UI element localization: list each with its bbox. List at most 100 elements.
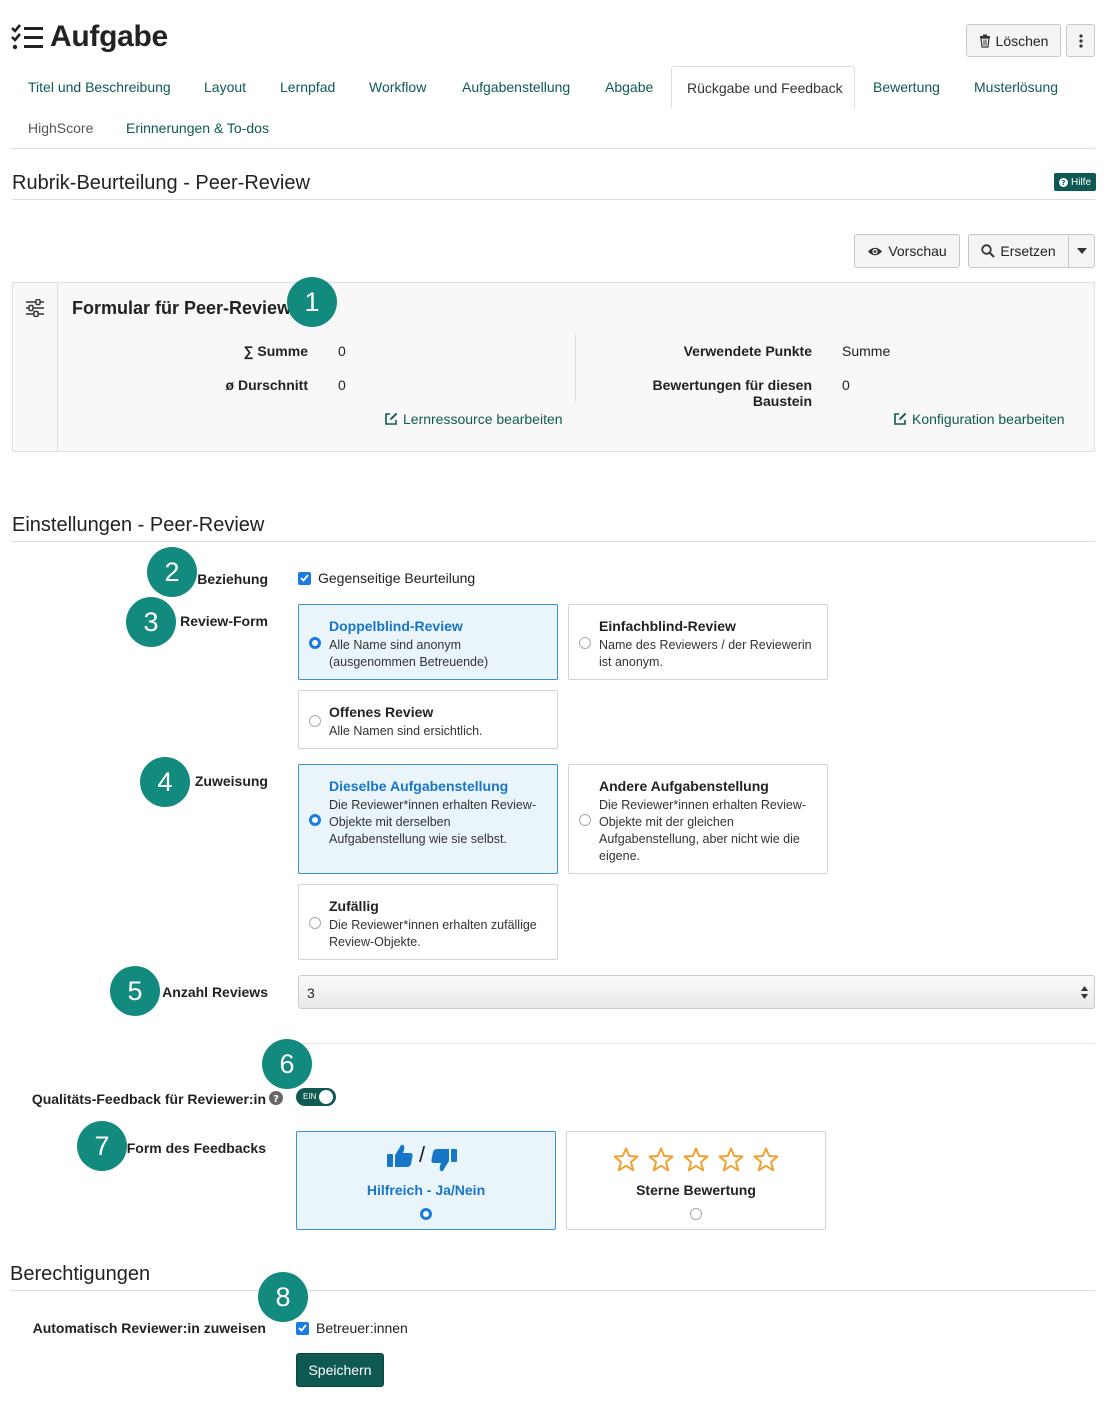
tab-titel-und-beschreibung[interactable]: Titel und Beschreibung (28, 79, 171, 95)
help-label: Hilfe (1071, 176, 1092, 188)
thumbs-down-icon (431, 1149, 458, 1172)
select-arrows-icon (1081, 986, 1088, 999)
review-count-label: Anzahl Reviews (162, 984, 268, 1000)
checkmark-icon (298, 1324, 307, 1332)
callout-badge-7: 7 (77, 1121, 127, 1171)
help-button[interactable]: ? Hilfe (1054, 173, 1097, 191)
points-label: Verwendete Punkte (683, 343, 812, 359)
review-count-value: 3 (307, 985, 315, 1001)
tab-highscore[interactable]: HighScore (28, 120, 94, 136)
review-count-select[interactable]: 3 (298, 975, 1095, 1009)
replace-dropdown-button[interactable] (1068, 234, 1095, 268)
vertical-dots-icon (1078, 33, 1083, 48)
settings-title: Einstellungen - Peer-Review (12, 514, 265, 536)
ratings-value: 0 (842, 377, 850, 393)
edit-resource-label: Lernressource bearbeiten (403, 411, 563, 427)
option-title: Zufällig (329, 898, 379, 914)
tab-abgabe[interactable]: Abgabe (605, 79, 654, 95)
quality-feedback-toggle[interactable]: EIN (296, 1088, 336, 1106)
callout-badge-5: 5 (110, 966, 160, 1016)
feedback-option-helpful[interactable]: / Hilfreich - Ja/Nein (296, 1131, 556, 1230)
star-icon (718, 1147, 744, 1172)
helpful-label: Hilfreich - Ja/Nein (366, 1182, 486, 1198)
assignment-option-same[interactable]: Dieselbe Aufgabenstellung Die Reviewer*i… (298, 764, 558, 874)
sum-label: ∑ Summe (243, 343, 308, 359)
review-option-single-blind[interactable]: Einfachblind-Review Name des Reviewers /… (568, 604, 828, 680)
star-icon (648, 1147, 674, 1172)
question-circle-icon[interactable]: ? (269, 1091, 283, 1105)
delete-button[interactable]: Löschen (966, 24, 1061, 57)
quality-divider (298, 1043, 1095, 1044)
tab-erinnerungen[interactable]: Erinnerungen & To-dos (126, 120, 269, 136)
delete-button-label: Löschen (995, 32, 1049, 49)
option-title: Einfachblind-Review (599, 618, 736, 634)
tabs-divider (12, 148, 1095, 149)
page-title-text: Aufgabe (50, 20, 168, 53)
tab-rueckgabe-und-feedback[interactable]: Rückgabe und Feedback (671, 66, 855, 108)
star-rating-icons (613, 1147, 779, 1172)
tab-workflow[interactable]: Workflow (369, 79, 427, 95)
stats-separator (575, 334, 576, 402)
review-radio-open[interactable] (309, 715, 321, 727)
tab-layout[interactable]: Layout (204, 79, 247, 95)
tab-bewertung[interactable]: Bewertung (873, 79, 940, 95)
question-circle-icon: ? (1059, 177, 1068, 187)
ratings-label: Bewertungen für diesen Baustein (652, 377, 812, 409)
coaches-checkbox[interactable] (296, 1321, 309, 1335)
task-list-icon (11, 24, 43, 50)
assignment-radio-other[interactable] (579, 814, 591, 826)
assignment-label: Zuweisung (194, 773, 268, 789)
assignment-option-other[interactable]: Andere Aufgabenstellung Die Reviewer*inn… (568, 764, 828, 874)
replace-label: Ersetzen (1000, 243, 1056, 259)
save-button[interactable]: Speichern (296, 1353, 384, 1387)
sliders-icon (26, 299, 44, 317)
review-radio-single-blind[interactable] (579, 637, 591, 649)
page-title: Aufgabe (10, 20, 168, 54)
permissions-title: Berechtigungen (10, 1263, 151, 1285)
caret-down-icon (1076, 248, 1087, 254)
review-option-double-blind[interactable]: Doppelblind-Review Alle Name sind anonym… (298, 604, 558, 680)
relation-checkbox-row[interactable]: Gegenseitige Beurteilung (298, 570, 475, 586)
form-panel-title: Formular für Peer-Review (72, 298, 292, 318)
option-title: Andere Aufgabenstellung (599, 778, 769, 794)
edit-config-link[interactable]: Konfiguration bearbeiten (893, 411, 1065, 427)
trash-icon (979, 34, 990, 48)
mutual-review-label: Gegenseitige Beurteilung (318, 570, 476, 586)
callout-badge-3: 3 (126, 597, 176, 647)
more-options-button[interactable] (1066, 24, 1095, 57)
callout-badge-2: 2 (147, 547, 197, 597)
replace-button[interactable]: Ersetzen (968, 234, 1069, 268)
average-value: 0 (338, 377, 346, 393)
auto-assign-label: Automatisch Reviewer:in zuweisen (32, 1320, 266, 1336)
tab-lernpfad[interactable]: Lernpfad (280, 79, 336, 95)
settings-divider (12, 541, 1095, 542)
eye-icon (868, 247, 883, 255)
mutual-review-checkbox[interactable] (298, 571, 311, 585)
feedback-radio-stars[interactable] (690, 1208, 702, 1220)
panel-separator (57, 283, 58, 451)
assignment-radio-same[interactable] (309, 814, 321, 826)
tab-aufgabenstellung[interactable]: Aufgabenstellung (462, 79, 571, 95)
tab-musterloesung[interactable]: Musterlösung (974, 79, 1059, 95)
points-value: Summe (842, 343, 891, 359)
coaches-label: Betreuer:innen (316, 1320, 408, 1336)
edit-config-label: Konfiguration bearbeiten (912, 411, 1065, 427)
rubric-title: Rubrik-Beurteilung - Peer-Review (12, 172, 310, 194)
callout-badge-8: 8 (258, 1272, 308, 1322)
feedback-form-label: Form des Feedbacks (126, 1140, 266, 1156)
feedback-option-stars[interactable]: Sterne Bewertung (566, 1131, 826, 1230)
option-desc: Die Reviewer*innen erhalten Review-Objek… (329, 798, 537, 846)
callout-badge-1: 1 (287, 277, 337, 327)
checkmark-icon (300, 574, 309, 582)
edit-resource-link[interactable]: Lernressource bearbeiten (384, 411, 563, 427)
assignment-radio-random[interactable] (309, 917, 321, 929)
option-desc: Die Reviewer*innen erhalten zufällige Re… (329, 918, 537, 949)
auto-assign-checkbox-row[interactable]: Betreuer:innen (296, 1320, 408, 1336)
review-radio-double-blind[interactable] (309, 637, 321, 649)
feedback-radio-helpful[interactable] (420, 1208, 432, 1220)
callout-badge-4: 4 (140, 757, 190, 807)
option-title: Dieselbe Aufgabenstellung (329, 778, 509, 794)
review-option-open[interactable]: Offenes Review Alle Namen sind ersichtli… (298, 690, 558, 749)
assignment-option-random[interactable]: Zufällig Die Reviewer*innen erhalten zuf… (298, 884, 558, 960)
preview-button[interactable]: Vorschau (854, 234, 960, 268)
